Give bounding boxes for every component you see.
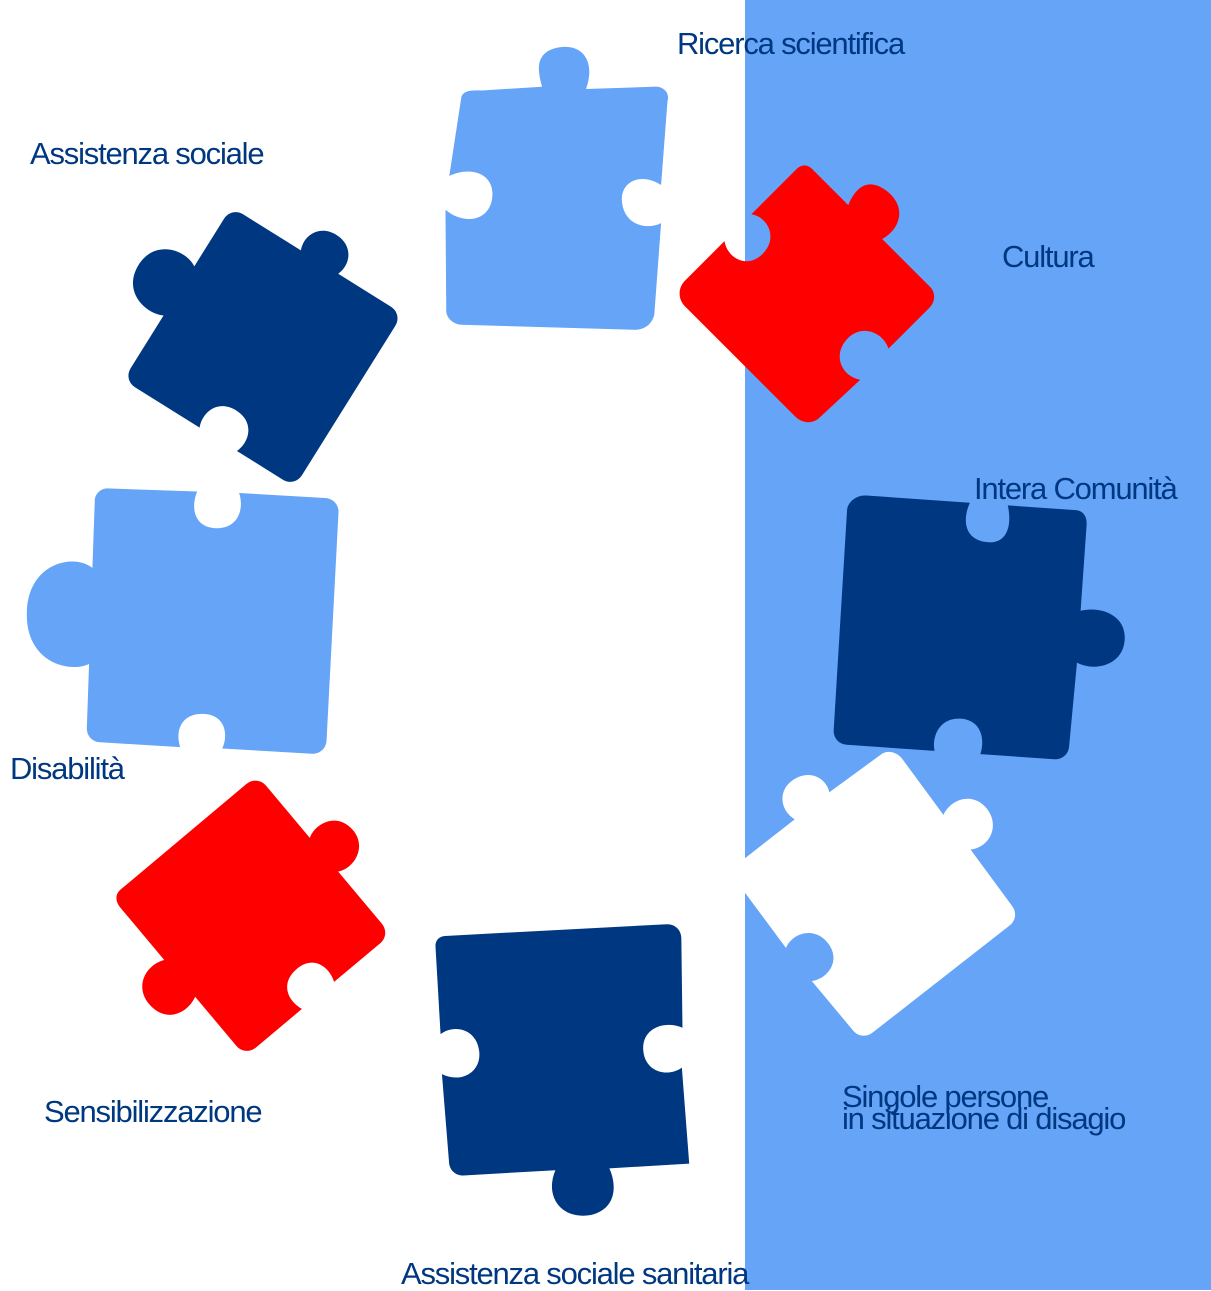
- label-singole-persone-line2: in situazione di disagio: [842, 1101, 1126, 1137]
- label-cultura: Cultura: [1002, 239, 1095, 274]
- label-disabilita: Disabilità: [10, 751, 125, 786]
- puzzle-piece-disabilita: [26, 488, 339, 754]
- label-singole-persone: Singole persone in situazione di disagio: [842, 1079, 1126, 1137]
- label-assistenza-sociale: Assistenza sociale: [30, 136, 265, 171]
- puzzle-piece-intera-comunita: [833, 495, 1125, 760]
- puzzle-piece-singole-persone: [734, 751, 1016, 1036]
- label-assistenza-sociale-sanitaria: Assistenza sociale sanitaria: [401, 1256, 749, 1291]
- puzzle-piece-sensibilizzazione: [116, 780, 386, 1051]
- puzzle-piece-assistenza-sociale: [128, 212, 398, 482]
- label-singole-persone-line1: Singole persone: [842, 1079, 1049, 1114]
- puzzle-piece-cultura: [679, 165, 935, 423]
- label-sensibilizzazione: Sensibilizzazione: [44, 1094, 263, 1129]
- label-ricerca-scientifica: Ricerca scientifica: [677, 26, 905, 61]
- puzzle-piece-ricerca-scientifica: [445, 46, 669, 330]
- label-intera-comunita: Intera Comunità: [974, 471, 1178, 506]
- puzzle-piece-assistenza-sociale-sanitaria: [435, 924, 690, 1216]
